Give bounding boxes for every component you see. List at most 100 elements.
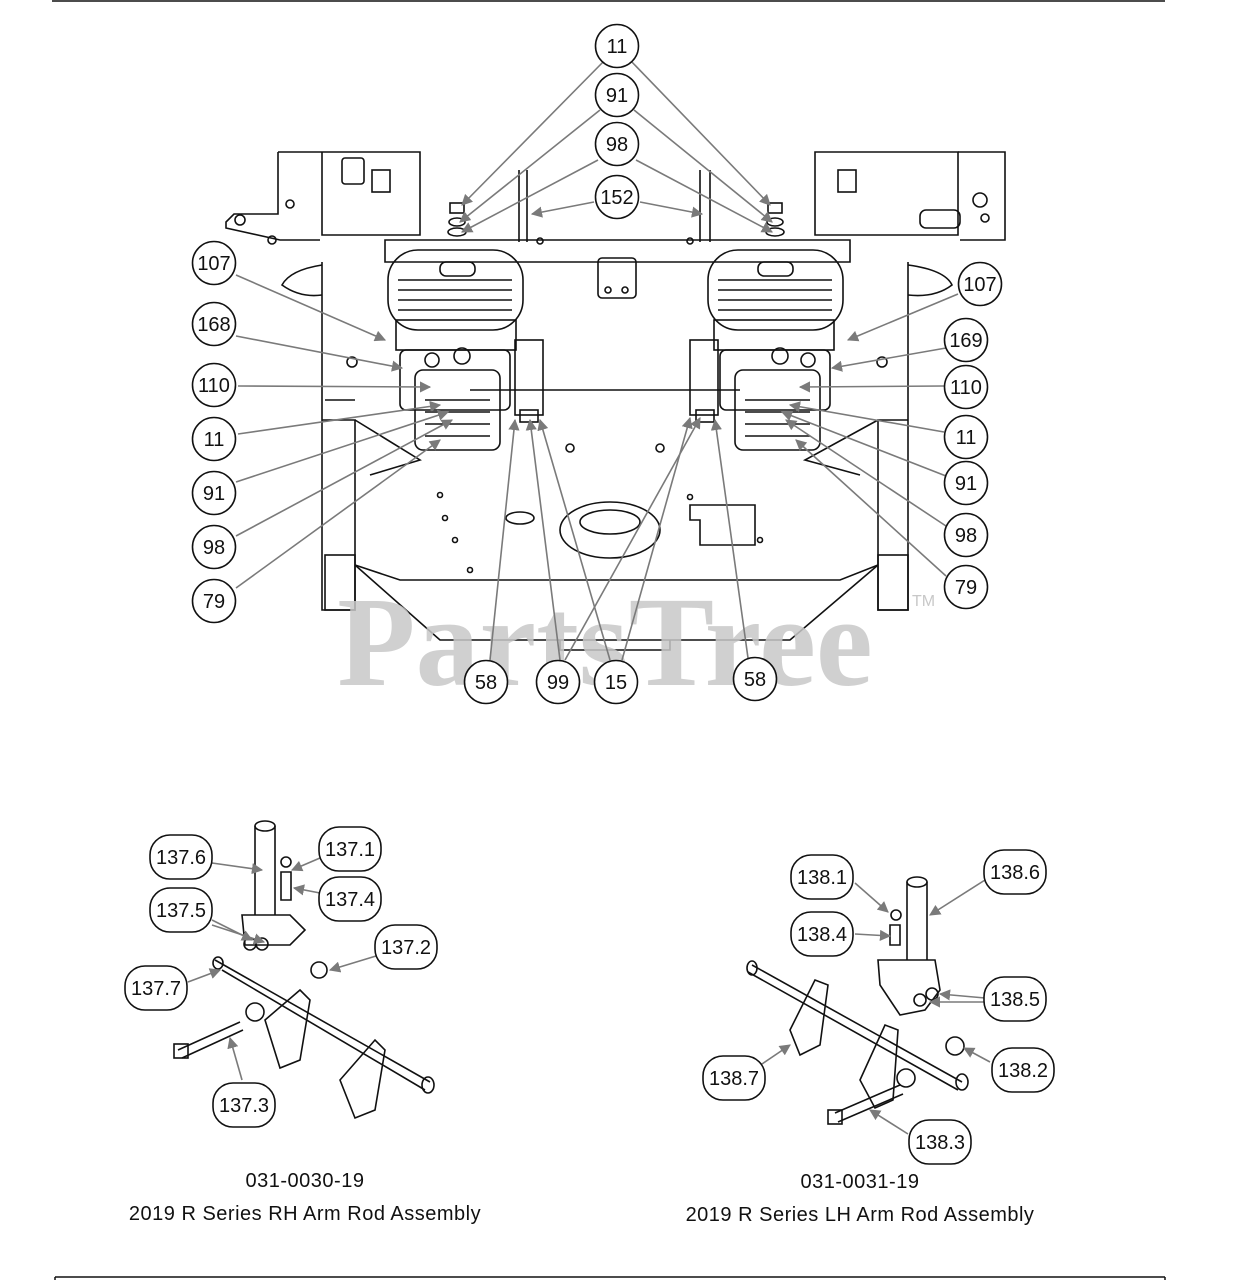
- callout-label: 138.3: [915, 1132, 965, 1154]
- callout-bubble: 138.7: [702, 1055, 766, 1101]
- callout-bubble: 15: [593, 659, 639, 705]
- callout-outline: [702, 1055, 766, 1101]
- callout-bubble: 110: [191, 362, 237, 408]
- callout-outline: [790, 911, 854, 957]
- callout-bubble: 91: [191, 470, 237, 516]
- callout-bubble: 99: [535, 659, 581, 705]
- callout-outline: [594, 121, 640, 167]
- main-callouts: 1191981521071681101191987910716911011919…: [191, 23, 1003, 705]
- callout-label: 79: [203, 591, 225, 613]
- callout-bubble: 58: [463, 659, 509, 705]
- callout-label: 138.7: [709, 1068, 759, 1090]
- callout-outline: [191, 240, 237, 286]
- callout-bubble: 138.3: [908, 1119, 972, 1165]
- callout-bubble: 137.1: [318, 826, 382, 872]
- callout-label: 98: [955, 525, 977, 547]
- callout-outline: [149, 887, 213, 933]
- callout-label: 91: [203, 483, 225, 505]
- callout-bubble: 138.6: [983, 849, 1047, 895]
- callout-bubble: 137.5: [149, 887, 213, 933]
- callout-outline: [463, 659, 509, 705]
- main-leader-lines: [235, 59, 959, 661]
- callout-outline: [943, 564, 989, 610]
- callout-outline: [943, 414, 989, 460]
- callout-label: 138.4: [797, 924, 847, 946]
- callout-bubble: 152: [594, 174, 640, 220]
- callout-label: 107: [197, 253, 230, 275]
- callout-label: 107: [963, 274, 996, 296]
- callout-bubble: 98: [594, 121, 640, 167]
- callout-outline: [212, 1082, 276, 1128]
- callout-bubble: 138.5: [983, 976, 1047, 1022]
- rh-leader-lines: [187, 857, 377, 1081]
- callout-bubble: 91: [943, 460, 989, 506]
- callout-bubble: 169: [943, 317, 989, 363]
- callout-outline: [943, 317, 989, 363]
- callout-bubble: 11: [594, 23, 640, 69]
- callout-bubble: 107: [191, 240, 237, 286]
- callout-outline: [191, 524, 237, 570]
- callout-bubble: 107: [957, 261, 1003, 307]
- callout-bubble: 137.3: [212, 1082, 276, 1128]
- lh-leader-lines: [761, 879, 991, 1135]
- callout-bubble: 168: [191, 301, 237, 347]
- callout-outline: [943, 512, 989, 558]
- callout-bubble: 138.4: [790, 911, 854, 957]
- callout-bubble: 137.6: [149, 834, 213, 880]
- callout-label: 98: [203, 537, 225, 559]
- callout-label: 11: [607, 36, 628, 58]
- callout-bubble: 58: [732, 656, 778, 702]
- callout-outline: [535, 659, 581, 705]
- callout-label: 99: [547, 672, 569, 694]
- callout-outline: [374, 924, 438, 970]
- callout-bubble: 79: [191, 578, 237, 624]
- callout-outline: [149, 834, 213, 880]
- callout-label: 138.2: [998, 1060, 1048, 1082]
- callout-bubble: 98: [943, 512, 989, 558]
- callout-outline: [124, 965, 188, 1011]
- watermark-tm: TM: [912, 593, 935, 610]
- callout-label: 137.6: [156, 847, 206, 869]
- callout-label: 168: [197, 314, 230, 336]
- callout-bubble: 91: [594, 72, 640, 118]
- callout-outline: [191, 416, 237, 462]
- callout-outline: [594, 174, 640, 220]
- callout-outline: [943, 460, 989, 506]
- callout-outline: [191, 470, 237, 516]
- rh-assembly-code: 031-0030-19: [245, 1170, 365, 1192]
- callout-label: 152: [600, 187, 633, 209]
- callout-outline: [943, 364, 989, 410]
- callout-bubble: 138.2: [991, 1047, 1055, 1093]
- callout-outline: [318, 876, 382, 922]
- callout-label: 138.1: [797, 867, 847, 889]
- callout-label: 79: [955, 577, 977, 599]
- callout-outline: [957, 261, 1003, 307]
- callout-outline: [908, 1119, 972, 1165]
- callout-label: 138.6: [990, 862, 1040, 884]
- callout-outline: [593, 659, 639, 705]
- callout-outline: [983, 849, 1047, 895]
- lh-assembly-code: 031-0031-19: [800, 1171, 920, 1193]
- callout-bubble: 138.1: [790, 854, 854, 900]
- callout-label: 137.5: [156, 900, 206, 922]
- callout-bubble: 137.4: [318, 876, 382, 922]
- callout-label: 169: [949, 330, 982, 352]
- callout-outline: [191, 578, 237, 624]
- callout-outline: [318, 826, 382, 872]
- callout-label: 138.5: [990, 989, 1040, 1011]
- callout-bubble: 79: [943, 564, 989, 610]
- callout-label: 137.1: [325, 839, 375, 861]
- frame-drawing: [225, 151, 1006, 651]
- lh-assembly-title: 2019 R Series LH Arm Rod Assembly: [685, 1204, 1035, 1226]
- callout-label: 110: [198, 375, 230, 397]
- callout-label: 137.4: [325, 889, 375, 911]
- callout-label: 91: [955, 473, 977, 495]
- callout-bubble: 11: [191, 416, 237, 462]
- callout-outline: [594, 23, 640, 69]
- callout-label: 137.3: [219, 1095, 269, 1117]
- callout-bubble: 137.2: [374, 924, 438, 970]
- lh-arm-rod-drawing: [746, 876, 969, 1125]
